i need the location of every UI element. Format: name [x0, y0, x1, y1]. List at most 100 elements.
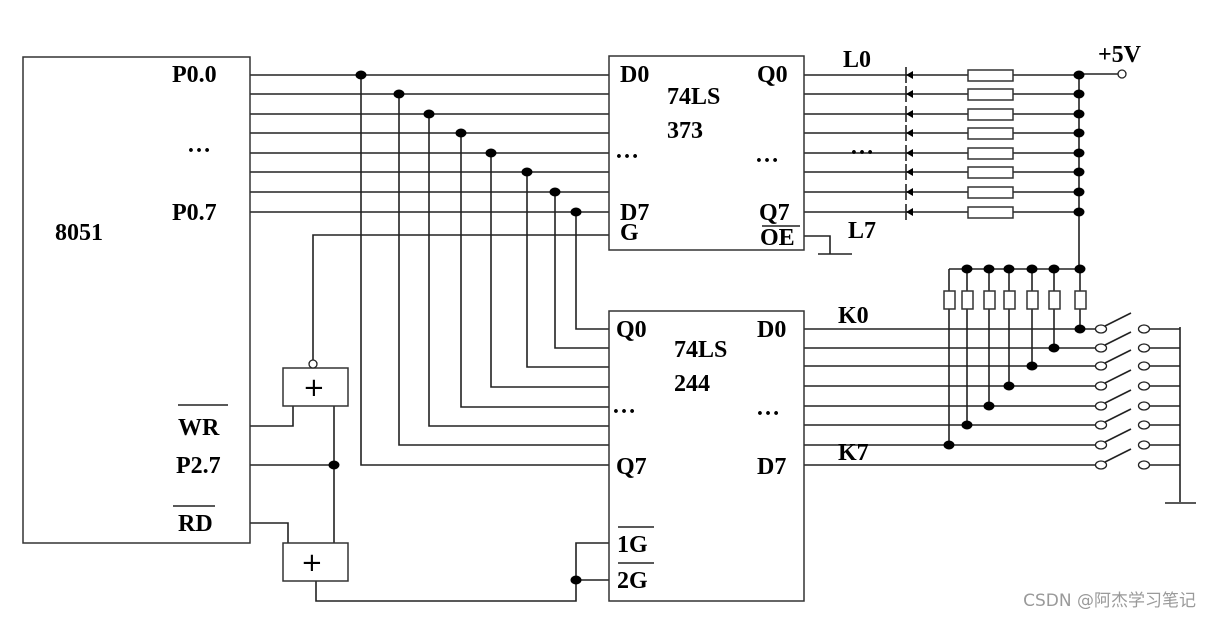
key-junction-dot	[961, 420, 973, 430]
bus-tap-dot	[355, 70, 367, 80]
switch-contact-right	[1137, 381, 1151, 391]
key-junction-dot	[1074, 324, 1086, 334]
g-junction-dot	[570, 575, 582, 585]
net-l0: L0	[843, 47, 871, 73]
switch-contact-right	[1137, 401, 1151, 411]
latch-74ls373-block	[608, 55, 805, 251]
led-resistor	[967, 206, 1014, 219]
pullup-resistor	[1026, 290, 1039, 310]
g1-g2-line	[575, 542, 609, 581]
switch-lever	[1104, 349, 1132, 364]
switch-contact-left	[1094, 381, 1108, 391]
vcc-junction-dot	[1073, 109, 1085, 119]
key-junction-dot	[983, 401, 995, 411]
buffer-pin-q7: Q7	[616, 454, 647, 480]
inverter-bubble	[308, 359, 318, 369]
pin-dots: …	[187, 132, 211, 158]
watermark: CSDN @阿杰学习笔记	[1023, 591, 1196, 611]
pin-rd: RD	[178, 511, 213, 537]
pullup-rail-dot	[983, 264, 995, 274]
led-resistor	[967, 108, 1014, 121]
buffer-74ls244-block	[608, 310, 805, 602]
key-junction-dot	[1003, 381, 1015, 391]
led-resistor	[967, 69, 1014, 82]
key-junction-dot	[1026, 361, 1038, 371]
bus-tap-dot	[485, 148, 497, 158]
switch-contact-left	[1094, 401, 1108, 411]
bus-tap-dot	[521, 167, 533, 177]
buffer-pin-1g: 1G	[617, 532, 648, 558]
buffer-pin-d7: D7	[757, 454, 786, 480]
buffer-pin-q0: Q0	[616, 317, 647, 343]
switch-lever	[1104, 369, 1132, 384]
buffer-dots-out: …	[756, 395, 780, 421]
bus-tap-dot	[393, 89, 405, 99]
diode-arrow-icon	[906, 208, 913, 216]
bus-244-line	[575, 212, 609, 330]
diode-arrow-icon	[906, 129, 913, 137]
wiring	[250, 67, 1196, 602]
mcu-8051-block	[22, 56, 251, 544]
bus-tap-dot	[455, 128, 467, 138]
net-k7: K7	[838, 440, 869, 466]
switch-lever	[1104, 448, 1132, 463]
led-resistor	[967, 127, 1014, 140]
pin-p00: P0.0	[172, 62, 217, 88]
key-junction-dot	[1048, 343, 1060, 353]
pin-p27: P2.7	[176, 453, 221, 479]
switch-contact-right	[1137, 440, 1151, 450]
switch-contact-right	[1137, 343, 1151, 353]
latch-part-line1: 74LS	[667, 84, 720, 110]
pin-wr: WR	[178, 415, 220, 441]
switch-contact-left	[1094, 343, 1108, 353]
buffer-part-line2: 244	[674, 371, 710, 397]
supply-terminal	[1117, 69, 1127, 79]
switch-lever	[1104, 428, 1132, 443]
switch-contact-left	[1094, 420, 1108, 430]
net-k0: K0	[838, 303, 869, 329]
gate-to-244-line	[315, 580, 577, 602]
or-gate-lower-symbol: +	[301, 548, 323, 578]
latch-pin-d0: D0	[620, 62, 649, 88]
or-gate-upper	[282, 367, 349, 407]
bus-244-line	[526, 172, 609, 368]
net-l7: L7	[848, 218, 876, 244]
pullup-rail-dot	[961, 264, 973, 274]
bus-244-line	[554, 192, 609, 349]
pullup-rail-dot	[1003, 264, 1015, 274]
latch-pin-d7: D7	[620, 200, 649, 226]
switch-lever	[1104, 331, 1132, 346]
latch-pin-oe: OE	[760, 225, 795, 251]
pullup-resistor	[1003, 290, 1016, 310]
switch-contact-right	[1137, 361, 1151, 371]
buffer-part-line1: 74LS	[674, 337, 727, 363]
latch-pin-g: G	[620, 220, 639, 246]
bus-tap-dot	[549, 187, 561, 197]
switch-contact-left	[1094, 361, 1108, 371]
pullup-rail-dot	[1048, 264, 1060, 274]
latch-part-line2: 373	[667, 118, 703, 144]
vcc-junction-dot	[1073, 128, 1085, 138]
bus-tap-dot	[570, 207, 582, 217]
bus-244-line	[428, 114, 609, 427]
switch-lever	[1104, 408, 1132, 423]
pin-p07: P0.7	[172, 200, 217, 226]
bus-tap-dot	[423, 109, 435, 119]
bus-244-line	[360, 75, 609, 466]
p27-junction-dot	[328, 460, 340, 470]
vcc-junction-dot	[1073, 187, 1085, 197]
pullup-resistor	[943, 290, 956, 310]
buffer-pin-2g: 2G	[617, 568, 648, 594]
vcc-junction-dot	[1073, 148, 1085, 158]
switch-contact-right	[1137, 460, 1151, 470]
diode-arrow-icon	[906, 188, 913, 196]
diode-arrow-icon	[906, 110, 913, 118]
latch-pin-q7: Q7	[759, 200, 790, 226]
bus-244-line	[490, 153, 609, 388]
diode-arrow-icon	[906, 149, 913, 157]
led-resistor	[967, 166, 1014, 179]
latch-dots-in: …	[615, 138, 639, 164]
discrete-components	[906, 69, 1151, 470]
switch-contact-left	[1094, 324, 1108, 334]
vcc-junction-dot	[1073, 70, 1085, 80]
